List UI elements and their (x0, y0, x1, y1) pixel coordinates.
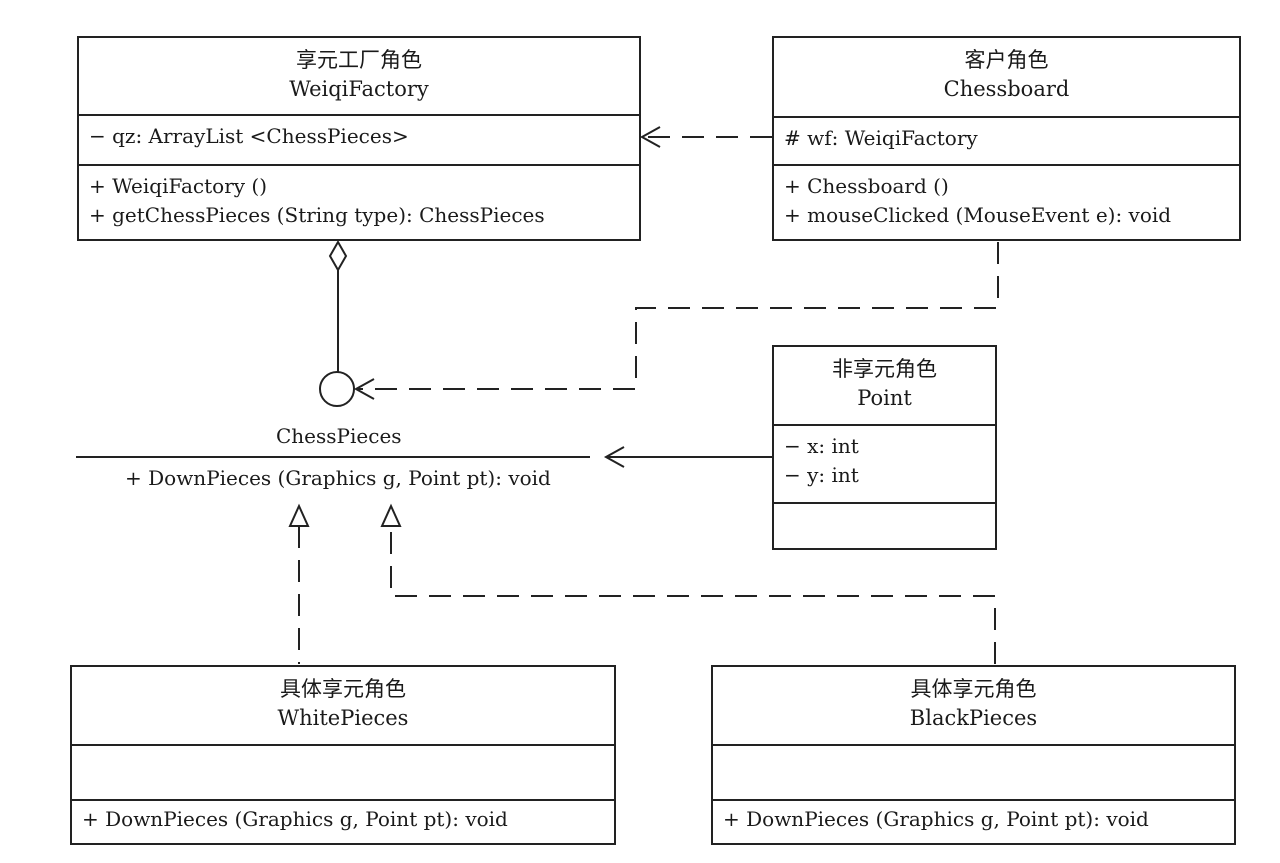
class-header: 享元工厂角色 WeiqiFactory (79, 38, 639, 116)
operation: + getChessPieces (String type): ChessPie… (89, 203, 545, 227)
class-stereotype: 具体享元角色 (280, 677, 406, 701)
interface-operation: + DownPieces (Graphics g, Point pt): voi… (125, 466, 551, 490)
class-header: 具体享元角色 BlackPieces (713, 667, 1234, 746)
attribute: − qz: ArrayList <ChessPieces> (89, 124, 409, 148)
operations-section: + DownPieces (Graphics g, Point pt): voi… (72, 801, 614, 834)
class-header: 具体享元角色 WhitePieces (72, 667, 614, 746)
aggregation-diamond (328, 239, 348, 273)
class-stereotype: 享元工厂角色 (296, 48, 422, 72)
operations-section: + Chessboard () + mouseClicked (MouseEve… (774, 166, 1239, 230)
class-header: 客户角色 Chessboard (774, 38, 1239, 118)
attributes-section (72, 746, 614, 801)
interface-name: ChessPieces (276, 424, 402, 448)
realization-triangle (288, 503, 310, 527)
operations-section (774, 504, 995, 510)
open-arrowhead (639, 126, 661, 148)
class-stereotype: 具体享元角色 (910, 677, 1037, 701)
open-arrowhead (603, 446, 625, 468)
operation: + DownPieces (Graphics g, Point pt): voi… (723, 807, 1149, 831)
attributes-section: − x: int − y: int (774, 426, 995, 504)
operations-section: + WeiqiFactory () + getChessPieces (Stri… (79, 166, 639, 230)
class-name: Chessboard (943, 77, 1070, 101)
operation: + DownPieces (Graphics g, Point pt): voi… (82, 807, 508, 831)
class-stereotype: 非享元角色 (832, 357, 937, 381)
interface-lollipop (319, 371, 355, 407)
operation: + Chessboard () (784, 174, 949, 198)
white-pieces-class: 具体享元角色 WhitePieces + DownPieces (Graphic… (70, 665, 616, 845)
client-class: 客户角色 Chessboard # wf: WeiqiFactory + Che… (772, 36, 1241, 241)
class-name: WeiqiFactory (289, 77, 429, 101)
class-stereotype: 客户角色 (964, 48, 1049, 72)
operation: + WeiqiFactory () (89, 174, 268, 198)
class-header: 非享元角色 Point (774, 347, 995, 426)
attributes-section (713, 746, 1234, 801)
factory-class: 享元工厂角色 WeiqiFactory − qz: ArrayList <Che… (77, 36, 641, 241)
realization-triangle (380, 503, 402, 527)
dependency-client-to-interface (356, 242, 999, 390)
unshared-class: 非享元角色 Point − x: int − y: int (772, 345, 997, 550)
operation: + mouseClicked (MouseEvent e): void (784, 203, 1172, 227)
operations-section: + DownPieces (Graphics g, Point pt): voi… (713, 801, 1234, 834)
attributes-section: # wf: WeiqiFactory (774, 118, 1239, 166)
attribute: − y: int (784, 463, 859, 487)
class-name: Point (857, 386, 912, 410)
black-pieces-class: 具体享元角色 BlackPieces + DownPieces (Graphic… (711, 665, 1236, 845)
open-arrowhead (353, 378, 375, 400)
realization-black (390, 526, 996, 664)
attributes-section: − qz: ArrayList <ChessPieces> (79, 116, 639, 166)
attribute: # wf: WeiqiFactory (784, 126, 978, 150)
class-name: BlackPieces (909, 706, 1038, 730)
attribute: − x: int (784, 434, 859, 458)
class-name: WhitePieces (277, 706, 409, 730)
